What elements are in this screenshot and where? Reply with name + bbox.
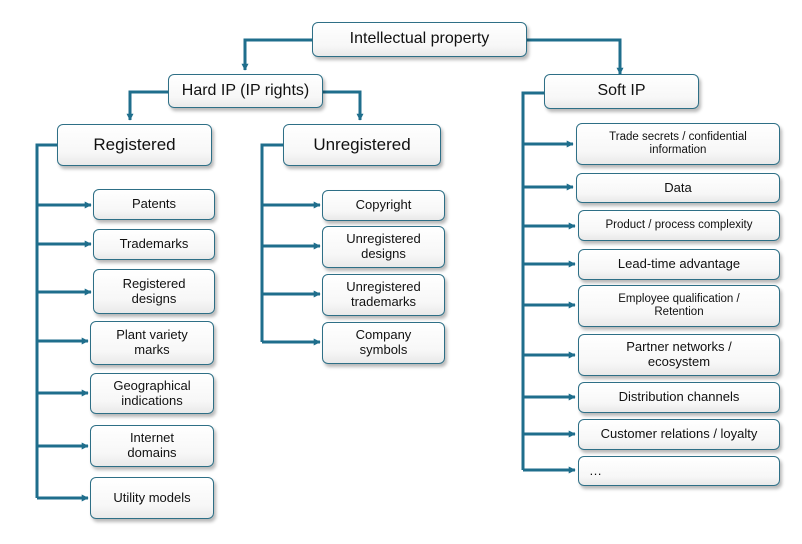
- soft-item-partner-networks: Partner networks / ecosystem: [578, 334, 780, 376]
- registered-item-patents: Patents: [93, 189, 215, 220]
- soft-item-trade-secrets: Trade secrets / confidential information: [576, 123, 780, 165]
- soft-item-ellipsis: …: [578, 456, 780, 486]
- item-label: Data: [664, 179, 692, 195]
- hard-ip-node: Hard IP (IP rights): [168, 74, 323, 108]
- item-label: Plant variety marks: [116, 327, 188, 357]
- registered-node: Registered: [57, 124, 212, 166]
- soft-item-distribution-channels: Distribution channels: [578, 382, 780, 413]
- root-node: Intellectual property: [312, 22, 527, 57]
- unregistered-trunk: [260, 143, 284, 342]
- hard-ip-label: Hard IP (IP rights): [181, 81, 310, 99]
- item-label: Internet domains: [127, 430, 177, 460]
- soft-ip-node: Soft IP: [544, 74, 699, 109]
- item-label: Geographical indications: [113, 377, 191, 408]
- registered-item-plant-variety-marks: Plant variety marks: [90, 321, 214, 365]
- registered-item-utility-models: Utility models: [90, 477, 214, 519]
- unregistered-item-company-symbols: Company symbols: [322, 322, 445, 364]
- soft-item-employee-qualification: Employee qualification / Retention: [578, 285, 780, 327]
- item-label: Employee qualification / Retention: [618, 292, 740, 318]
- item-label: Trade secrets / confidential information: [609, 130, 747, 156]
- registered-item-geographical-indications: Geographical indications: [90, 373, 214, 414]
- root-label: Intellectual property: [349, 30, 490, 48]
- unregistered-node: Unregistered: [283, 124, 441, 166]
- unregistered-item-copyright: Copyright: [322, 190, 445, 221]
- item-label: Company symbols: [355, 327, 412, 357]
- soft-item-lead-time-advantage: Lead-time advantage: [578, 249, 780, 280]
- root-to-hard-ip-connector: [241, 38, 312, 71]
- item-label: Partner networks / ecosystem: [626, 339, 732, 369]
- soft-item-data: Data: [576, 173, 780, 203]
- hard-ip-to-unregistered-connector: [322, 90, 364, 121]
- item-label: Utility models: [113, 489, 191, 505]
- registered-trunk: [35, 143, 58, 498]
- item-label: Unregistered designs: [346, 231, 421, 261]
- soft-item-product-process-complexity: Product / process complexity: [578, 210, 780, 241]
- unregistered-item-designs: Unregistered designs: [322, 226, 445, 268]
- unregistered-label: Unregistered: [313, 135, 411, 155]
- root-to-soft-ip-connector: [527, 38, 624, 75]
- item-label: Trademarks: [119, 236, 189, 252]
- item-label: Copyright: [355, 197, 412, 213]
- registered-item-internet-domains: Internet domains: [90, 425, 214, 467]
- item-label: Registered designs: [122, 275, 186, 306]
- item-label: Distribution channels: [618, 389, 740, 405]
- item-label: …: [589, 462, 602, 478]
- soft-ip-label: Soft IP: [597, 82, 646, 100]
- soft-item-customer-relations: Customer relations / loyalty: [578, 419, 780, 450]
- registered-item-registered-designs: Registered designs: [93, 269, 215, 314]
- registered-item-trademarks: Trademarks: [93, 229, 215, 260]
- soft-ip-trunk: [521, 91, 544, 470]
- item-label: Customer relations / loyalty: [600, 426, 758, 442]
- item-label: Unregistered trademarks: [346, 279, 421, 309]
- item-label: Lead-time advantage: [617, 256, 741, 272]
- registered-label: Registered: [93, 135, 176, 155]
- item-label: Product / process complexity: [605, 218, 753, 231]
- unregistered-item-trademarks: Unregistered trademarks: [322, 274, 445, 316]
- item-label: Patents: [131, 196, 177, 212]
- hard-ip-to-registered-connector: [126, 90, 170, 121]
